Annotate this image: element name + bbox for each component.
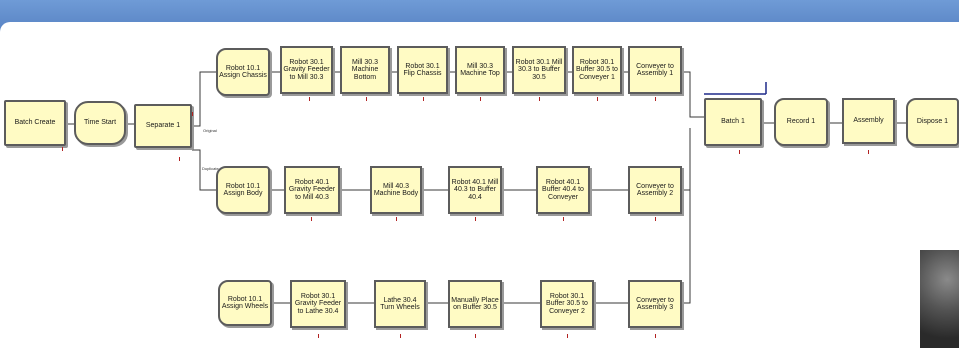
counter-mark	[539, 97, 540, 101]
module-label: Manually Place on Buffer 30.5	[451, 297, 499, 312]
counter-mark	[192, 112, 193, 116]
counter-mark	[480, 97, 481, 101]
module-label: Robot 40.1 Gravity Feeder to Mill 40.3	[287, 179, 337, 202]
conveyer-to-assembly-2-module[interactable]: Conveyer to Assembly 2	[628, 166, 682, 214]
mill-machine-top-module[interactable]: Mill 30.3 Machine Top	[455, 46, 505, 94]
separate-1-module[interactable]: Separate 1	[134, 104, 192, 148]
connector	[682, 128, 690, 190]
module-label: Robot 30.1 Mill 30.3 to Buffer 30.5	[515, 59, 563, 82]
mill-machine-bottom-module[interactable]: Mill 30.3 Machine Bottom	[340, 46, 390, 94]
connector	[682, 72, 704, 117]
counter-mark	[309, 97, 310, 101]
counter-mark	[597, 97, 598, 101]
flip-chassis-module[interactable]: Robot 30.1 Flip Chassis	[397, 46, 448, 94]
module-label: Conveyer to Assembly 2	[631, 183, 679, 198]
counter-mark	[655, 334, 656, 338]
connector	[192, 72, 216, 126]
module-label: Separate 1	[146, 122, 180, 130]
gravity-feeder-mill-30-3-module[interactable]: Robot 30.1 Gravity Feeder to Mill 30.3	[280, 46, 333, 94]
assembly-module[interactable]: Assembly	[842, 98, 895, 144]
module-label: Mill 40.3 Machine Body	[373, 183, 419, 198]
module-label: Robot 40.1 Buffer 40.4 to Conveyer	[539, 179, 587, 202]
mill-to-buffer-30-5-module[interactable]: Robot 30.1 Mill 30.3 to Buffer 30.5	[512, 46, 566, 94]
conveyer-to-assembly-1-module[interactable]: Conveyer to Assembly 1	[628, 46, 682, 94]
buffer-to-conveyer-1-module[interactable]: Robot 30.1 Buffer 30.5 to Conveyer 1	[572, 46, 622, 94]
route-line	[704, 82, 766, 94]
separate-duplicate-label: Duplicate	[202, 166, 219, 171]
module-label: Dispose 1	[917, 118, 948, 126]
counter-mark	[655, 217, 656, 221]
counter-mark	[366, 97, 367, 101]
counter-mark	[475, 217, 476, 221]
separate-original-label: Original	[203, 128, 217, 133]
mill-machine-body-module[interactable]: Mill 40.3 Machine Body	[370, 166, 422, 214]
counter-mark	[179, 157, 180, 161]
batch-1-module[interactable]: Batch 1	[704, 98, 762, 146]
manually-place-buffer-module[interactable]: Manually Place on Buffer 30.5	[448, 280, 502, 328]
module-label: Record 1	[787, 118, 815, 126]
module-label: Batch Create	[15, 119, 56, 127]
counter-mark	[655, 97, 656, 101]
module-label: Robot 10.1 Assign Wheels	[221, 296, 269, 311]
module-label: Robot 30.1 Buffer 30.5 to Conveyer 1	[575, 59, 619, 82]
photo-thumbnail	[920, 250, 959, 348]
conveyer-to-assembly-3-module[interactable]: Conveyer to Assembly 3	[628, 280, 682, 328]
module-label: Conveyer to Assembly 3	[631, 297, 679, 312]
module-label: Robot 30.1 Flip Chassis	[400, 63, 445, 78]
batch-create-module[interactable]: Batch Create	[4, 100, 66, 146]
counter-mark	[563, 217, 564, 221]
module-label: Robot 10.1 Assign Body	[219, 183, 267, 198]
assign-wheels-module[interactable]: Robot 10.1 Assign Wheels	[218, 280, 272, 326]
counter-mark	[311, 217, 312, 221]
module-label: Batch 1	[721, 118, 745, 126]
module-label: Robot 30.1 Gravity Feeder to Mill 30.3	[283, 59, 330, 82]
buffer-40-4-to-conveyer-module[interactable]: Robot 40.1 Buffer 40.4 to Conveyer	[536, 166, 590, 214]
counter-mark	[423, 97, 424, 101]
counter-mark	[62, 147, 63, 151]
module-label: Time Start	[84, 119, 116, 127]
module-label: Robot 30.1 Buffer 30.5 to Conveyer 2	[543, 293, 591, 316]
module-label: Conveyer to Assembly 1	[631, 63, 679, 78]
counter-mark	[475, 334, 476, 338]
assign-body-module[interactable]: Robot 10.1 Assign Body	[216, 166, 270, 214]
gravity-feeder-mill-40-3-module[interactable]: Robot 40.1 Gravity Feeder to Mill 40.3	[284, 166, 340, 214]
dispose-1-module[interactable]: Dispose 1	[906, 98, 959, 146]
counter-mark	[400, 334, 401, 338]
counter-mark	[396, 217, 397, 221]
connector	[682, 128, 690, 303]
gravity-feeder-lathe-30-4-module[interactable]: Robot 30.1 Gravity Feeder to Lathe 30.4	[290, 280, 346, 328]
module-label: Robot 40.1 Mill 40.3 to Buffer 40.4	[451, 179, 499, 202]
counter-mark	[567, 334, 568, 338]
module-label: Lathe 30.4 Turn Wheels	[377, 297, 423, 312]
counter-mark	[318, 334, 319, 338]
mill-to-buffer-40-4-module[interactable]: Robot 40.1 Mill 40.3 to Buffer 40.4	[448, 166, 502, 214]
counter-mark	[868, 150, 869, 154]
record-1-module[interactable]: Record 1	[774, 98, 828, 146]
module-label: Mill 30.3 Machine Top	[458, 63, 502, 78]
module-label: Mill 30.3 Machine Bottom	[343, 59, 387, 82]
assign-chassis-module[interactable]: Robot 10.1 Assign Chassis	[216, 48, 270, 96]
lathe-turn-wheels-module[interactable]: Lathe 30.4 Turn Wheels	[374, 280, 426, 328]
module-label: Robot 10.1 Assign Chassis	[219, 65, 267, 80]
time-start-module[interactable]: Time Start	[74, 101, 126, 145]
counter-mark	[739, 150, 740, 154]
buffer-to-conveyer-2-module[interactable]: Robot 30.1 Buffer 30.5 to Conveyer 2	[540, 280, 594, 328]
module-label: Robot 30.1 Gravity Feeder to Lathe 30.4	[293, 293, 343, 316]
module-label: Assembly	[853, 117, 883, 125]
